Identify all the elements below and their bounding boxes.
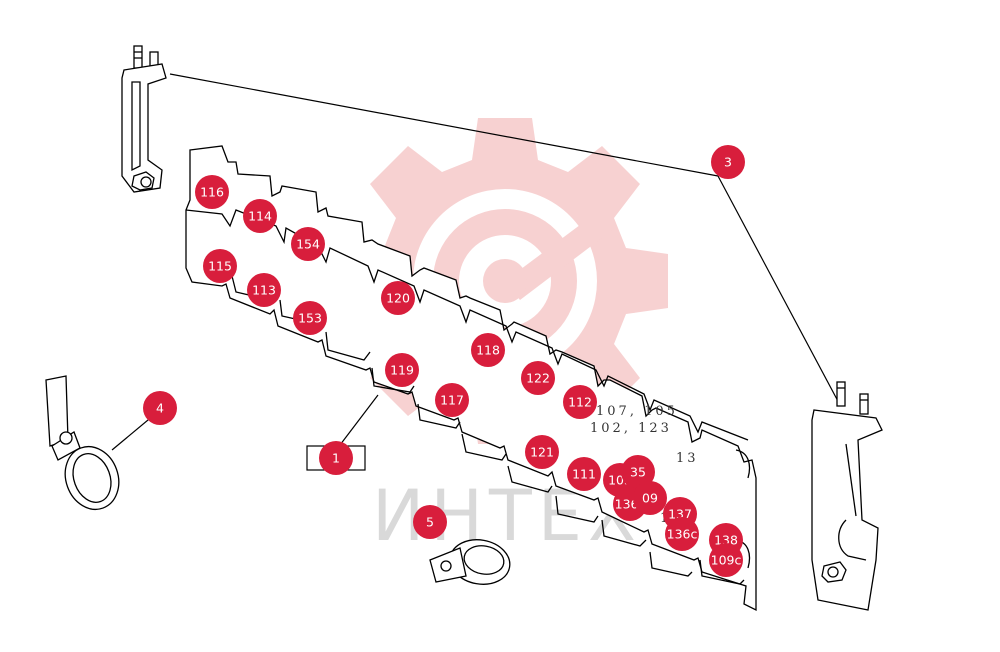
- callout-label: 118: [476, 343, 500, 358]
- hose-clamp-part-4: [45, 375, 120, 511]
- callout-marker: [711, 145, 745, 179]
- callout-marker: [385, 353, 419, 387]
- p-clip-part-5: [429, 539, 511, 585]
- callout-35: 35: [621, 455, 655, 489]
- callout-label: 114: [248, 209, 272, 224]
- callout-marker: [381, 281, 415, 315]
- callout-label: 112: [568, 395, 592, 410]
- callout-marker: [521, 361, 555, 395]
- left-mounting-bracket: [121, 45, 167, 193]
- callout-marker: [709, 543, 743, 577]
- callout-111: 111: [567, 457, 601, 491]
- callout-marker: [633, 481, 667, 515]
- callout-label: 136c: [667, 527, 698, 542]
- plate-label-line-3: 13: [676, 451, 699, 466]
- callout-117: 117: [435, 383, 469, 417]
- plate-label-line-2: 102, 123: [590, 421, 672, 436]
- callout-label: 120: [386, 291, 410, 306]
- callout-marker: [563, 385, 597, 419]
- callout-marker: [195, 175, 229, 209]
- callout-label: 117: [440, 393, 464, 408]
- callout-marker: [525, 435, 559, 469]
- callout-marker: [203, 249, 237, 283]
- callout-label: 121: [530, 445, 554, 460]
- callout-1: 1: [319, 441, 353, 475]
- callout-114: 114: [243, 199, 277, 233]
- right-mounting-bracket: [811, 381, 883, 611]
- callout-5: 5: [413, 505, 447, 539]
- callout-label: 154: [296, 237, 320, 252]
- callout-119: 119: [385, 353, 419, 387]
- callout-marker: [243, 199, 277, 233]
- callout-121: 121: [525, 435, 559, 469]
- callout-115: 115: [203, 249, 237, 283]
- callout-marker: [567, 457, 601, 491]
- callout-label: 122: [526, 371, 550, 386]
- callout-label: 119: [390, 363, 414, 378]
- callout-marker: [621, 455, 655, 489]
- callout-09: 09: [633, 481, 667, 515]
- callout-marker: [143, 391, 177, 425]
- callout-label: 4: [156, 401, 164, 416]
- callout-116: 116: [195, 175, 229, 209]
- callout-120: 120: [381, 281, 415, 315]
- callout-153: 153: [293, 301, 327, 335]
- callout-marker: [471, 333, 505, 367]
- callout-marker: [247, 273, 281, 307]
- callout-112: 112: [563, 385, 597, 419]
- callout-marker: [413, 505, 447, 539]
- callout-marker: [319, 441, 353, 475]
- callout-3: 3: [711, 145, 745, 179]
- callout-label: 35: [630, 465, 646, 480]
- callout-136c: 136c: [665, 517, 699, 551]
- callout-label: 111: [572, 467, 596, 482]
- callout-113: 113: [247, 273, 281, 307]
- callout-label: 115: [208, 259, 232, 274]
- callout-label: 109c: [711, 553, 742, 568]
- leader-lines: [111, 73, 841, 451]
- callout-label: 153: [298, 311, 322, 326]
- callout-label: 1: [332, 451, 340, 466]
- plate-label-line-1: 107, 105: [596, 404, 678, 419]
- callout-122: 122: [521, 361, 555, 395]
- callout-marker: [435, 383, 469, 417]
- callout-label: 138: [714, 533, 738, 548]
- callout-109c: 109c: [709, 543, 743, 577]
- callout-4: 4: [143, 391, 177, 425]
- callout-label: 113: [252, 283, 276, 298]
- callout-118: 118: [471, 333, 505, 367]
- callout-label: 5: [426, 515, 434, 530]
- callout-marker: [665, 517, 699, 551]
- callout-marker: [293, 301, 327, 335]
- callout-154: 154: [291, 227, 325, 261]
- callout-label: 116: [200, 185, 224, 200]
- callout-label: 09: [642, 491, 658, 506]
- callout-label: 3: [724, 155, 732, 170]
- callout-marker: [291, 227, 325, 261]
